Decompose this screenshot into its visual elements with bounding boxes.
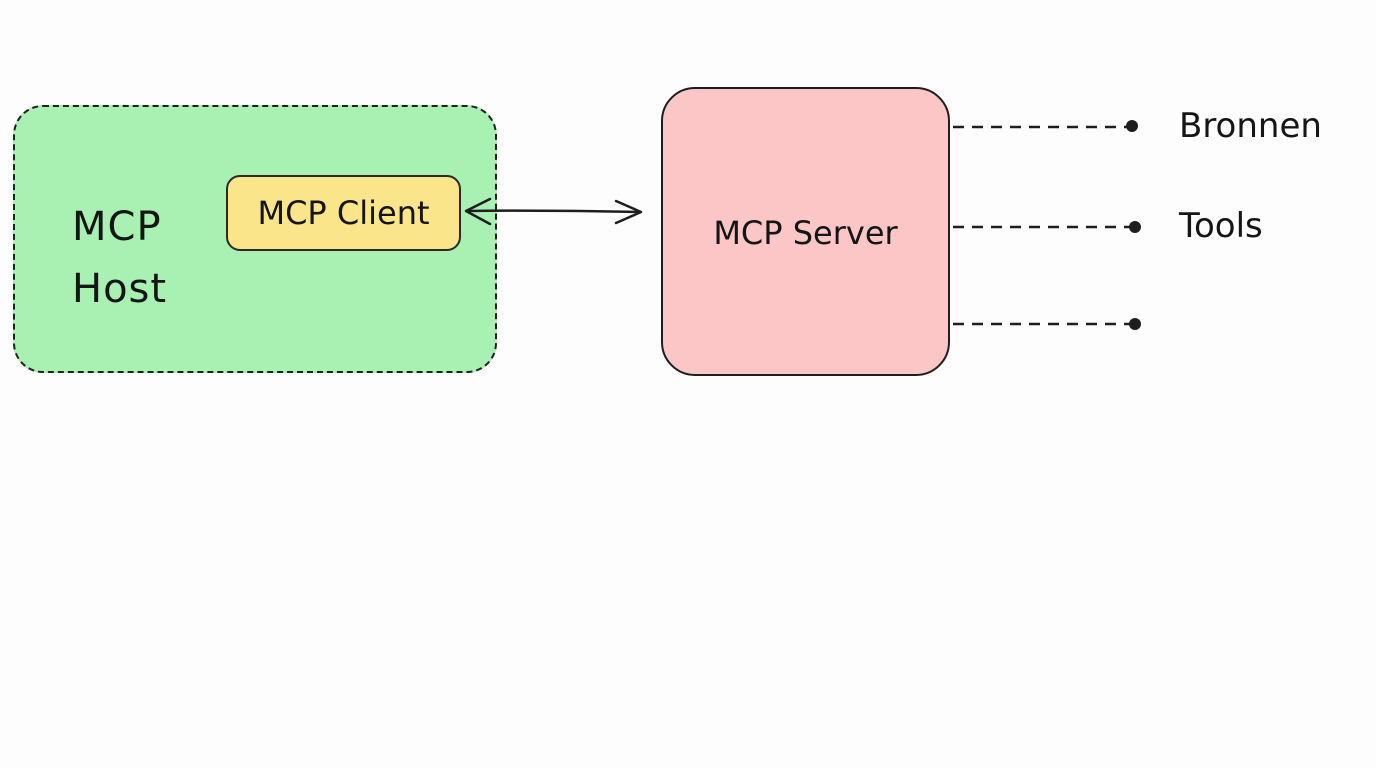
mcp-client-label: MCP Client [257,194,430,232]
label-tools: Tools [1179,206,1263,246]
connector-dot-third [1129,318,1141,330]
connector-dot-bronnen [1126,120,1138,132]
mcp-server-label: MCP Server [713,213,898,252]
label-bronnen: Bronnen [1179,106,1322,146]
mcp-host-label: MCP Host [72,204,168,312]
mcp-server-node [661,87,950,376]
mcp-client-node [226,175,461,251]
connector-dot-tools [1129,221,1141,233]
